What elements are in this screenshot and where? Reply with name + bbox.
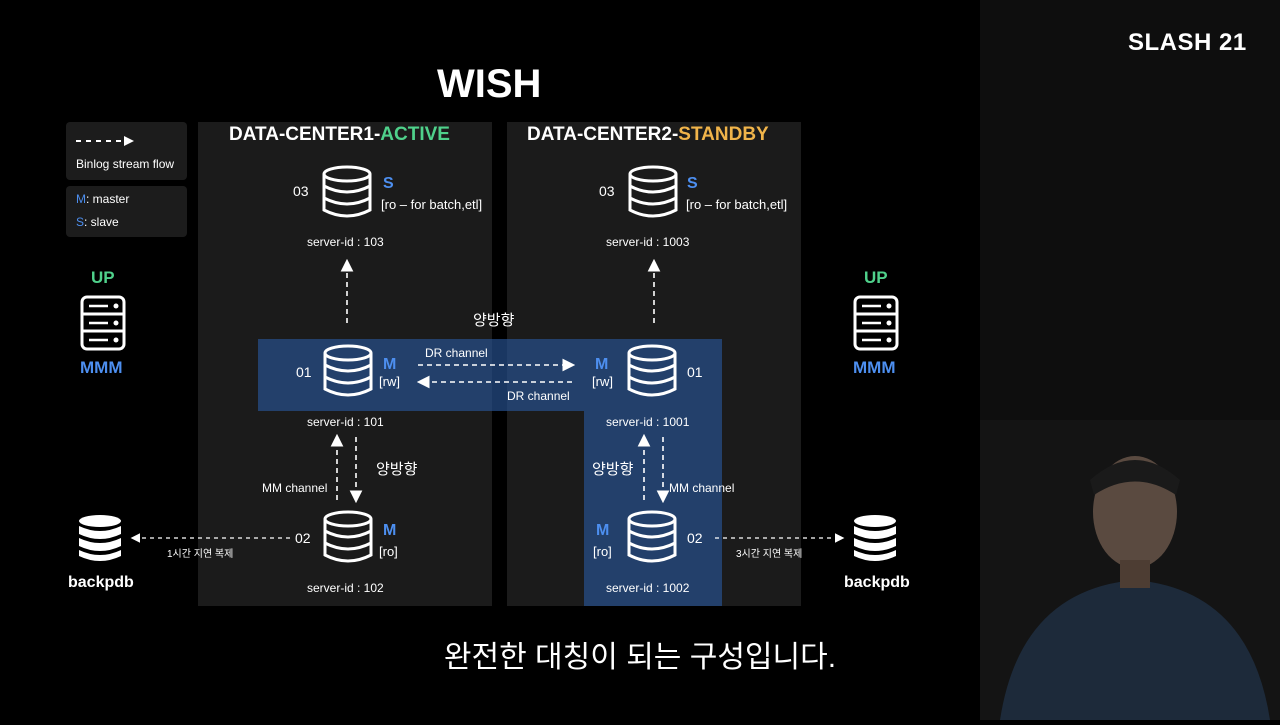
node-role: M: [383, 356, 397, 373]
node-role: S: [687, 175, 698, 192]
backup-database-icon: [854, 515, 896, 561]
database-icon: [628, 165, 678, 218]
node-number: 01: [296, 364, 312, 380]
database-icon: [323, 344, 373, 397]
database-icon: [627, 510, 677, 563]
presenter-silhouette: [1000, 456, 1270, 720]
database-icon: [323, 510, 373, 563]
server-id-label: server-id : 103: [307, 235, 384, 249]
server-id-label: server-id : 1002: [606, 581, 690, 595]
node-number: 03: [293, 183, 309, 199]
brand-logo: SLASH 21: [1128, 29, 1247, 56]
right-mmm-label: MMM: [853, 358, 896, 377]
dc2-standby-highlight: [584, 411, 722, 606]
node-note: [rw]: [592, 374, 613, 389]
dr-channel-label-bottom: DR channel: [507, 389, 570, 403]
bidirectional-label-dc1: 양방향: [376, 461, 418, 478]
delay-label-left: 1시간 지연 복제: [167, 549, 234, 560]
presenter-video: [980, 420, 1280, 720]
database-icon: [322, 165, 372, 218]
mm-channel-label-dc1: MM channel: [262, 481, 328, 495]
legend-s-value: : slave: [84, 215, 119, 229]
right-up-status: UP: [864, 268, 888, 287]
datacenter2-title: DATA-CENTER2-STANDBY: [527, 124, 769, 145]
left-up-status: UP: [91, 268, 115, 287]
backup-database-icon: [79, 515, 121, 561]
node-number: 01: [687, 364, 703, 380]
node-note: [ro – for batch,etl]: [381, 197, 483, 212]
right-backup-label: backpdb: [844, 574, 910, 591]
server-icon: [853, 295, 899, 351]
master-highlight: [258, 339, 722, 411]
server-id-label: server-id : 1003: [606, 235, 690, 249]
legend-s-key: S: [76, 215, 85, 229]
server-id-label: server-id : 1001: [606, 415, 690, 429]
dr-channel-label-top: DR channel: [425, 346, 488, 360]
datacenter1-title: DATA-CENTER1-ACTIVE: [229, 124, 450, 145]
server-id-label: server-id : 101: [307, 415, 384, 429]
slide-title: WISH: [437, 62, 542, 106]
legend-m-value: : master: [86, 192, 130, 206]
left-mmm-label: MMM: [80, 358, 123, 377]
left-backup-label: backpdb: [68, 574, 134, 591]
server-icon: [80, 295, 126, 351]
node-number: 02: [295, 530, 311, 546]
bidirectional-label-top: 양방향: [473, 312, 515, 329]
node-note: [ro]: [593, 544, 612, 559]
legend-m-key: M: [76, 192, 86, 206]
database-icon: [627, 344, 677, 397]
node-note: [ro – for batch,etl]: [686, 197, 788, 212]
node-role: M: [595, 356, 609, 373]
node-role: M: [596, 522, 610, 539]
legend-roles: M: master S: slave: [66, 186, 187, 237]
delay-label-right: 3시간 지연 복제: [736, 549, 803, 560]
node-number: 02: [687, 530, 703, 546]
mm-channel-label-dc2: MM channel: [669, 481, 735, 495]
legend-flow-label: Binlog stream flow: [76, 157, 175, 171]
node-note: [ro]: [379, 544, 398, 559]
node-note: [rw]: [379, 374, 400, 389]
legend-flow: Binlog stream flow: [66, 122, 187, 180]
server-id-label: server-id : 102: [307, 581, 384, 595]
dashed-arrow-icon: [76, 136, 134, 146]
video-subtitle: 완전한 대칭이 되는 구성입니다.: [443, 641, 837, 674]
node-number: 03: [599, 183, 615, 199]
node-role: M: [383, 522, 397, 539]
node-role: S: [383, 175, 394, 192]
bidirectional-label-dc2: 양방향: [592, 461, 634, 478]
